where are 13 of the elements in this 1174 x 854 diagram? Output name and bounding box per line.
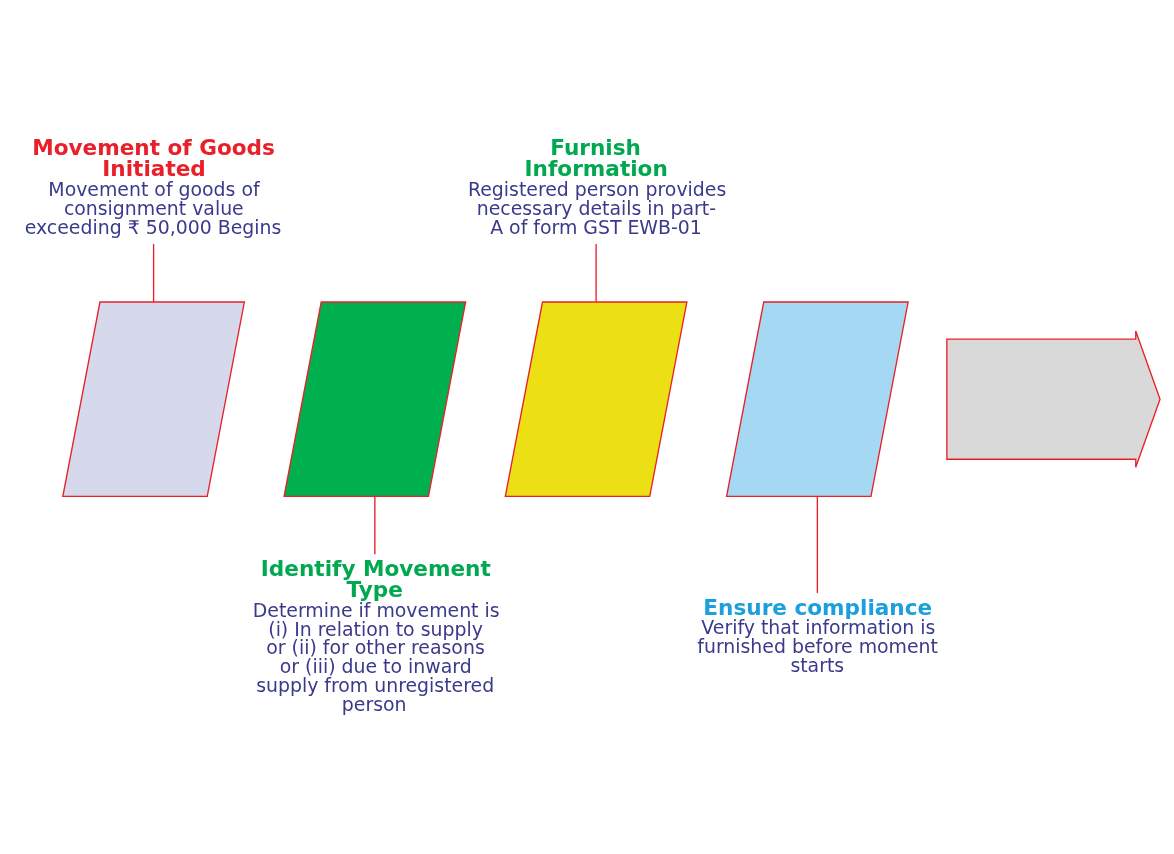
node-text: Ensure compliance Verify that information is furnished before moment starts xyxy=(697,594,938,676)
connector xyxy=(374,495,376,555)
node-arrow xyxy=(946,329,1161,468)
node-parallelogram xyxy=(725,300,909,497)
node-parallelogram xyxy=(504,300,688,497)
connector xyxy=(816,495,819,594)
node-parallelogram xyxy=(62,300,246,497)
node-text: Movement of Goods Initiated Movement of goods of consignment value exceeding ₹ 50,000 Begins xyxy=(24,134,282,237)
connector xyxy=(152,242,155,302)
node-text: Identify Movement Type Determine if movement is (i) In relation to supply or (ii) for other reasons or (iii) due to inward supply from unregistered person xyxy=(252,555,500,715)
connector xyxy=(595,242,597,302)
node-text: Furnish Information Registered person provides necessary details in part- A of form GST EWB-01 xyxy=(467,134,727,237)
node-parallelogram xyxy=(283,300,467,497)
